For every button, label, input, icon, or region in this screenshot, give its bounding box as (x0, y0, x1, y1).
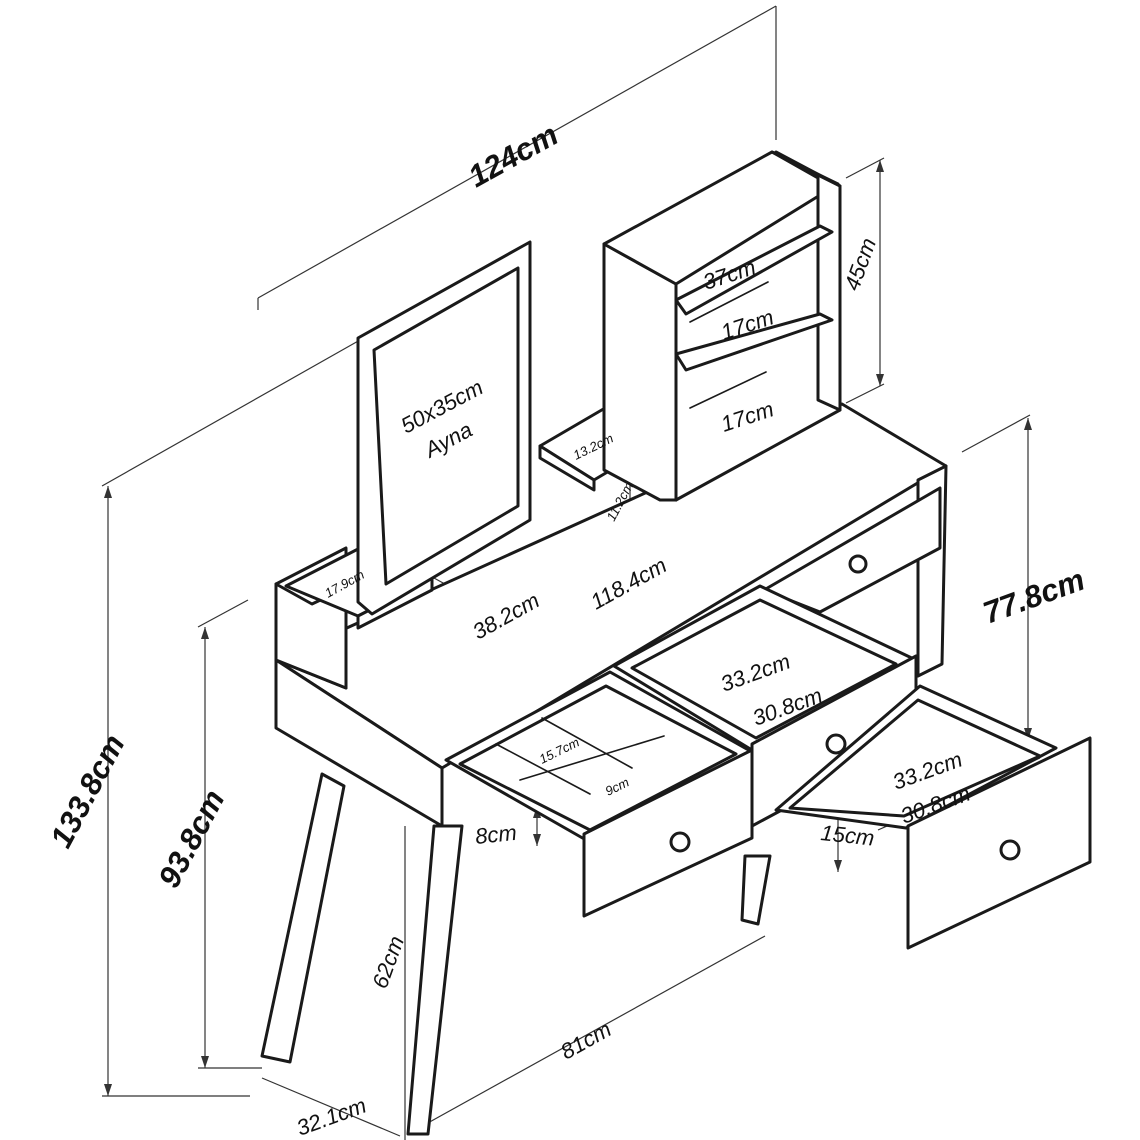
back-left-leg (740, 854, 772, 926)
label-height-with-side: 93.8cm (151, 784, 231, 893)
label-body-height: 77.8cm (978, 562, 1089, 631)
right-drawer-inside (788, 698, 1042, 818)
center-drawer-knob[interactable] (825, 733, 847, 755)
label-total-height: 133.8cm (43, 729, 131, 853)
label-body-width: 81cm (556, 1016, 615, 1064)
right-drawer-knob[interactable] (999, 839, 1021, 861)
label-left-drawer-height: 8cm (474, 820, 518, 849)
left-side-front (274, 582, 348, 690)
shelf-unit-right-panel (770, 150, 842, 412)
front-left-leg (260, 772, 346, 1064)
left-drawer-knob[interactable] (669, 831, 691, 853)
shelf-1 (674, 224, 834, 316)
label-right-drawer-height: 15cm (819, 820, 875, 850)
left-drawer-inside (458, 684, 738, 832)
shelf-unit-side (602, 242, 678, 502)
label-depth: 32.1cm (293, 1093, 369, 1140)
label-total-width: 124cm (462, 117, 563, 194)
right-drawer-front (906, 736, 1092, 950)
vanity-table (260, 150, 1092, 1136)
front-face (274, 658, 444, 828)
front-right-leg (406, 824, 464, 1136)
small-shelf-front (538, 444, 596, 492)
mirror-glass (372, 266, 520, 586)
label-shelf-unit-height: 45cm (839, 235, 881, 294)
label-leg-height: 62cm (367, 933, 409, 992)
center-drawer-inside (630, 598, 898, 740)
left-drawer-front (582, 748, 754, 918)
shelf-2 (674, 312, 834, 372)
upper-right-drawer-knob[interactable] (848, 554, 868, 574)
